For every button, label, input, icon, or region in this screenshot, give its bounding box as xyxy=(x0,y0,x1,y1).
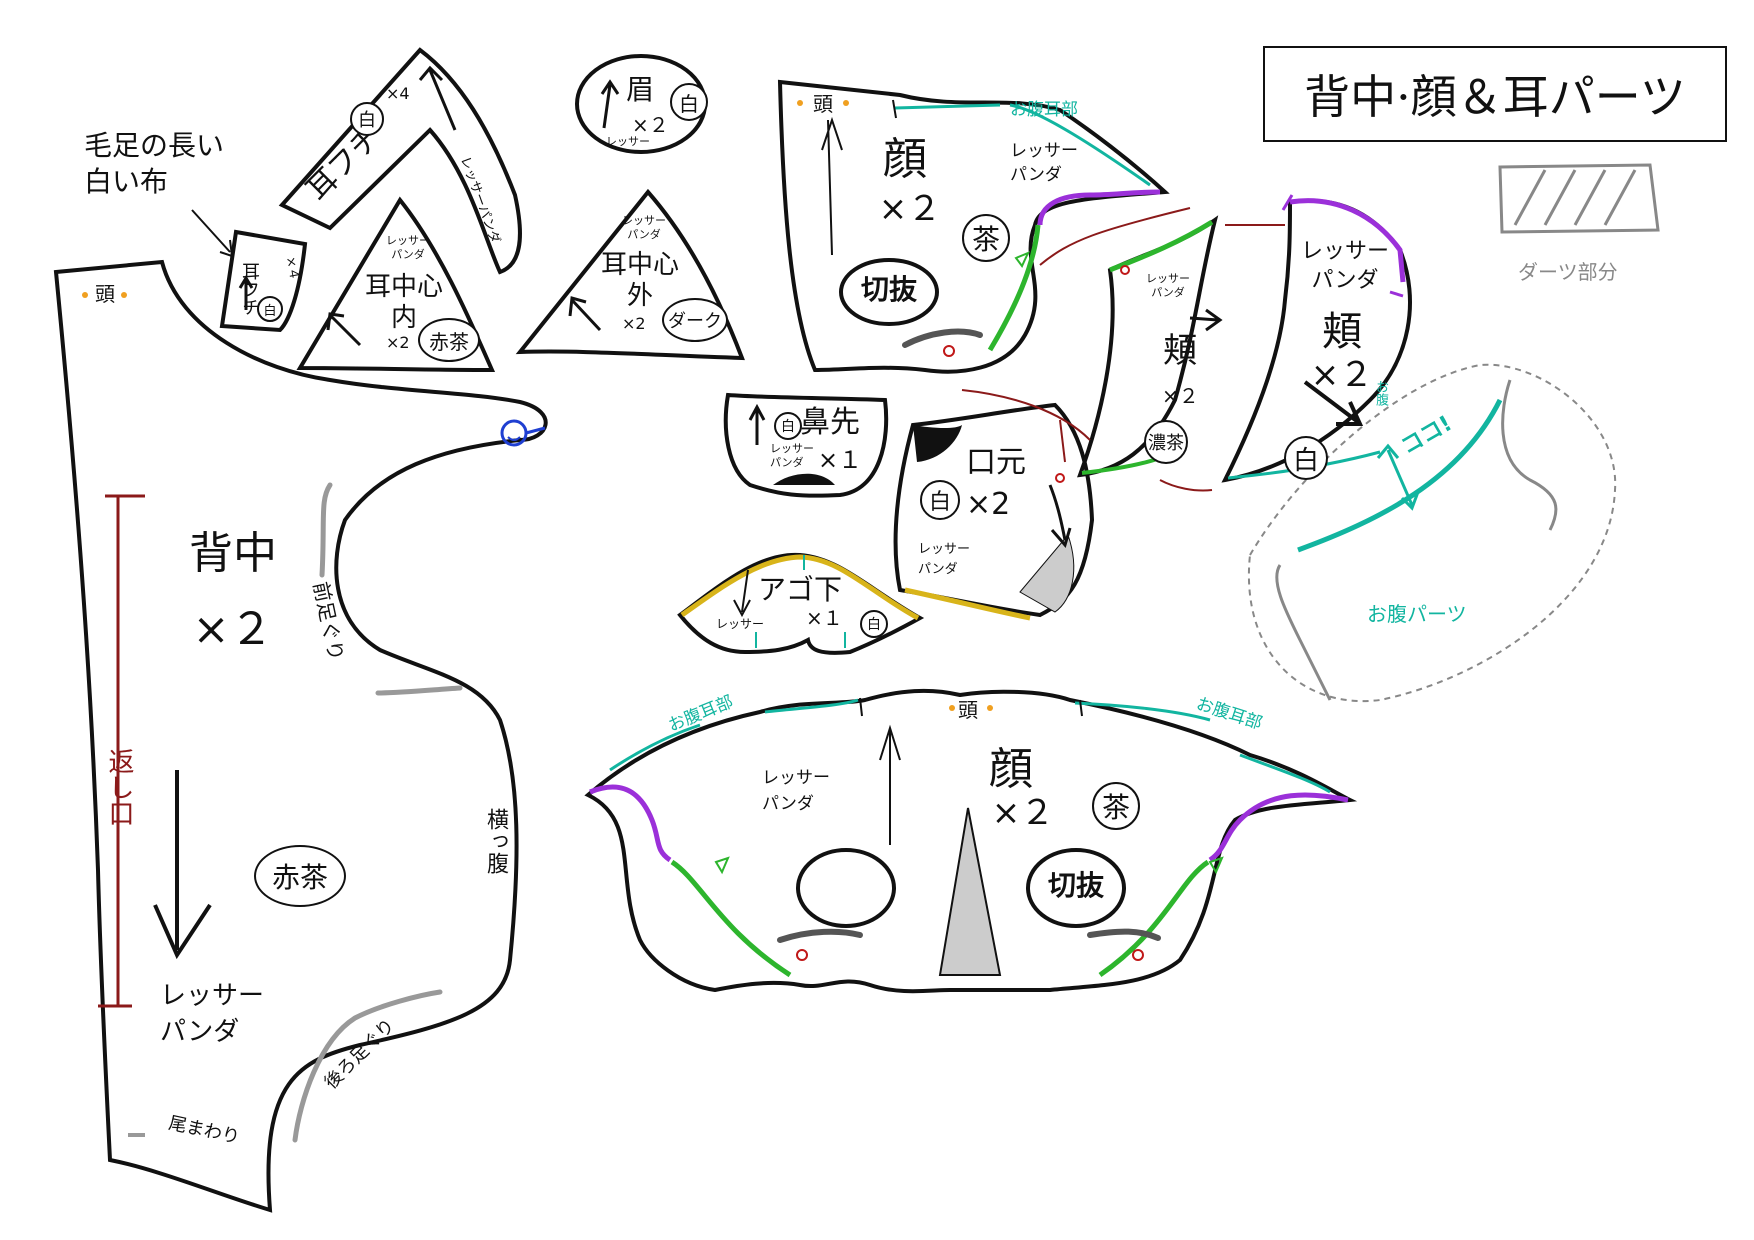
cheek-big-name: 頬 xyxy=(1322,309,1362,355)
chin-count: ×１ xyxy=(806,606,843,630)
ear-rim-big-count: ×4 xyxy=(386,84,410,103)
brow-name: 眉 xyxy=(626,73,655,106)
cheek-big-count: ×２ xyxy=(1310,355,1374,395)
chin-outline xyxy=(677,552,925,655)
brow-species: レッサー xyxy=(606,135,650,148)
ear-inner-color: 赤茶 xyxy=(418,318,480,362)
mouth-name: 口元 xyxy=(966,445,1026,480)
cutout-oval-right xyxy=(1026,848,1126,928)
nose-name: 鼻先 xyxy=(800,405,860,440)
chin-species: レッサー xyxy=(716,617,765,631)
ear-rim-small-color: 白 xyxy=(257,296,283,322)
nose-outline xyxy=(723,392,889,498)
face-big-count: ×２ xyxy=(991,793,1055,833)
mouth-count: ×2 xyxy=(966,487,1011,522)
ear-rim-big-outline xyxy=(278,47,522,275)
back-grain-arrow xyxy=(153,770,212,960)
brow-color: 白 xyxy=(670,83,708,121)
face-small-species: レッサー パンダ xyxy=(1010,141,1078,185)
cutout-oval-left xyxy=(796,848,896,928)
back-head-mark: 頭 xyxy=(95,282,115,306)
ear-inner-species: レッサー パンダ xyxy=(386,234,430,262)
face-big-name: 顔 xyxy=(989,744,1033,795)
belly-parts-outline xyxy=(1247,363,1617,703)
cheek-big-color: 白 xyxy=(1284,436,1328,480)
face-big-species: レッサー パンダ xyxy=(762,768,830,814)
face-small-name: 顔 xyxy=(883,134,927,185)
ear-outer-species: レッサー パンダ xyxy=(622,214,666,242)
long-fur-arrow xyxy=(191,209,234,258)
cutout-oval-small xyxy=(839,258,939,326)
ear-rim-small-outline xyxy=(219,229,308,333)
back-piece-outline xyxy=(53,259,548,1213)
nose-count: ×１ xyxy=(818,446,863,474)
nose-color: 白 xyxy=(774,412,802,440)
cheek-big-belly-label: お腹 xyxy=(1373,380,1388,406)
ear-inner-outline xyxy=(296,196,496,373)
ear-outer-count: ×2 xyxy=(622,314,646,333)
cheek-small-count: ×２ xyxy=(1162,384,1199,408)
back-piece-name: 背中 xyxy=(189,528,277,579)
mouth-outline xyxy=(893,402,1095,618)
side-belly-label: 横っ腹 xyxy=(483,808,508,874)
ear-inner-name: 耳中心 内 xyxy=(364,272,444,334)
dart-legend-swatch xyxy=(1498,163,1660,234)
brow-count: ×２ xyxy=(632,113,669,137)
ear-outer-name: 耳中心 外 xyxy=(600,250,680,312)
chin-name: アゴ下 xyxy=(758,573,843,606)
face-small-cut-label: 切抜 xyxy=(860,273,918,306)
face-small-belly-ear: お腹耳部 xyxy=(1010,100,1078,120)
long-fur-note: 毛足の長い 白い布 xyxy=(84,129,225,199)
face-small-outline xyxy=(777,79,1170,374)
face-big-head-mark: 頭 xyxy=(958,698,978,722)
chin-color: 白 xyxy=(860,610,888,638)
ear-outer-color: ダーク xyxy=(662,298,728,342)
belly-parts-label: お腹パーツ xyxy=(1367,602,1467,626)
dart-legend-label: ダーツ部分 xyxy=(1518,260,1618,284)
back-piece-count: ×２ xyxy=(192,604,274,655)
ear-inner-count: ×2 xyxy=(386,333,410,352)
face-big-color: 茶 xyxy=(1092,782,1140,830)
mouth-color: 白 xyxy=(920,480,960,520)
face-big-cut-label: 切抜 xyxy=(1047,869,1105,902)
ear-rim-small-count: ×４ xyxy=(282,255,302,282)
face-big-dart xyxy=(938,807,1002,976)
cheek-small-color: 濃茶 xyxy=(1144,420,1188,464)
return-opening-label: 返し口 xyxy=(104,748,134,826)
ear-rim-small-name: 耳フチ xyxy=(239,262,260,316)
face-small-color: 茶 xyxy=(962,214,1010,262)
back-piece-species: レッサー パンダ xyxy=(160,981,265,1048)
face-small-count: ×２ xyxy=(878,189,942,229)
page-title: 背中·顔＆耳パーツ xyxy=(1263,46,1727,142)
face-small-head-mark: 頭 xyxy=(813,92,833,116)
back-piece-color: 赤茶 xyxy=(254,845,346,907)
ear-rim-big-color: 白 xyxy=(350,102,384,136)
nose-species: レッサー パンダ xyxy=(770,442,814,470)
mouth-species: レッサー パンダ xyxy=(918,542,971,577)
cheek-small-species: レッサー パンダ xyxy=(1146,272,1190,300)
ear-outer-outline xyxy=(515,188,745,361)
back-leg-curve xyxy=(292,989,443,1143)
cheek-small-name: 頬 xyxy=(1163,331,1197,371)
cheek-big-species: レッサー パンダ xyxy=(1300,239,1390,293)
front-leg-curve xyxy=(319,482,333,578)
